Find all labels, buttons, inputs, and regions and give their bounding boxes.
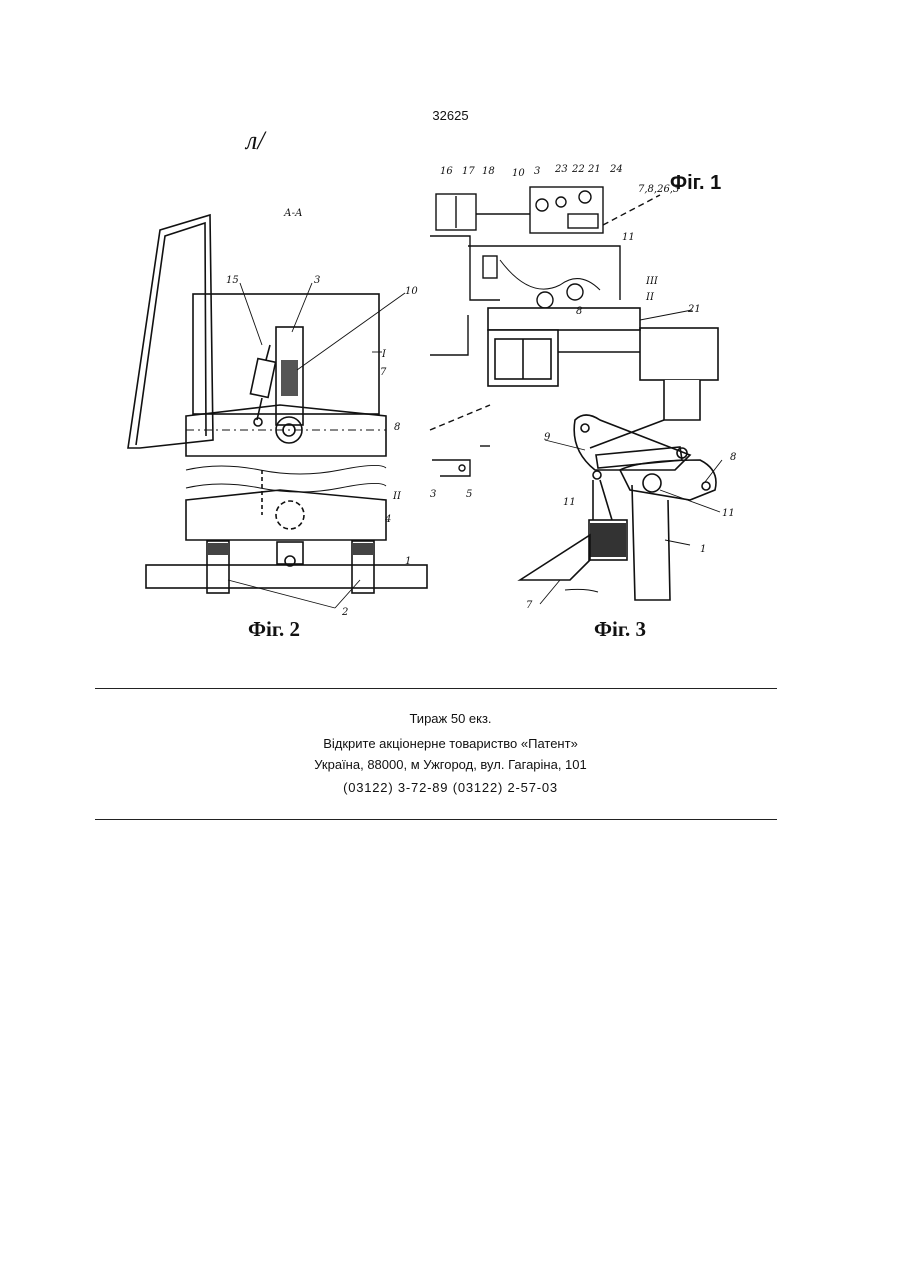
fig3-label-7: 7 [526,600,533,611]
fig1-caption: Фіг. 1 [670,172,721,195]
fig3-label-9: 9 [544,432,551,443]
fig1-label: 5 [466,489,472,500]
fig1-label: 18 [482,166,495,177]
fig2-caption: Фіг. 2 [248,617,300,642]
imprint-publisher: Відкрите акціонерне товариство «Патент» [0,736,901,751]
fig1-label: 17 [462,166,475,177]
fig1-label: 22 [571,164,585,175]
fig1-label: 11 [622,232,635,243]
fig2-label-7: 7 [380,367,387,378]
fig3-label-1: 1 [700,544,706,555]
imprint-circulation: Тираж 50 екз. [0,711,901,726]
section-label: А-А [283,208,303,219]
divider-top [95,688,777,689]
divider-bottom [95,819,777,820]
fig1-label: 21 [587,164,601,175]
fig3-label-8: 8 [730,452,736,463]
fig2-label-8: 8 [394,422,400,433]
fig2-label-3: 3 [314,275,320,286]
imprint-address: Україна, 88000, м Ужгород, вул. Гагаріна… [0,757,901,772]
fig2-label-I: I [381,349,387,360]
fig1-label: 10 [512,168,525,179]
fig3-label-11-right: 11 [722,508,735,519]
fig3-label-8-top: 8 [576,306,582,317]
fig3-caption: Фіг. 3 [594,617,646,642]
fig1-label: 23 [554,164,568,175]
fig1-label: 16 [440,166,453,177]
fig2-label-4: 4 [384,514,391,525]
fig1-label: II [645,292,655,303]
fig2-label-2: 2 [341,607,348,618]
fig1-label: 24 [609,164,623,175]
fig1-label: 3 [534,166,540,177]
imprint-phones: (03122) 3-72-89 (03122) 2-57-03 [0,780,901,795]
fig1-label: 3 [430,489,436,500]
fig3-drawing [488,308,722,604]
fig3-label-21: 21 [687,304,701,315]
fig2-labels: 15 3 10 I 7 8 II 4 1 2 А-А [226,208,418,618]
fig2-drawing [128,215,427,608]
fig2-label-1: 1 [405,556,411,567]
fig2-label-10: 10 [405,286,418,297]
fig2-label-II: II [392,491,402,502]
fig2-label-15: 15 [226,275,239,286]
patent-drawing: 15 3 10 I 7 8 II 4 1 2 А-А 16 17 18 10 3… [0,0,901,660]
fig3-label-11-left: 11 [563,497,576,508]
fig1-label: III [645,276,659,287]
